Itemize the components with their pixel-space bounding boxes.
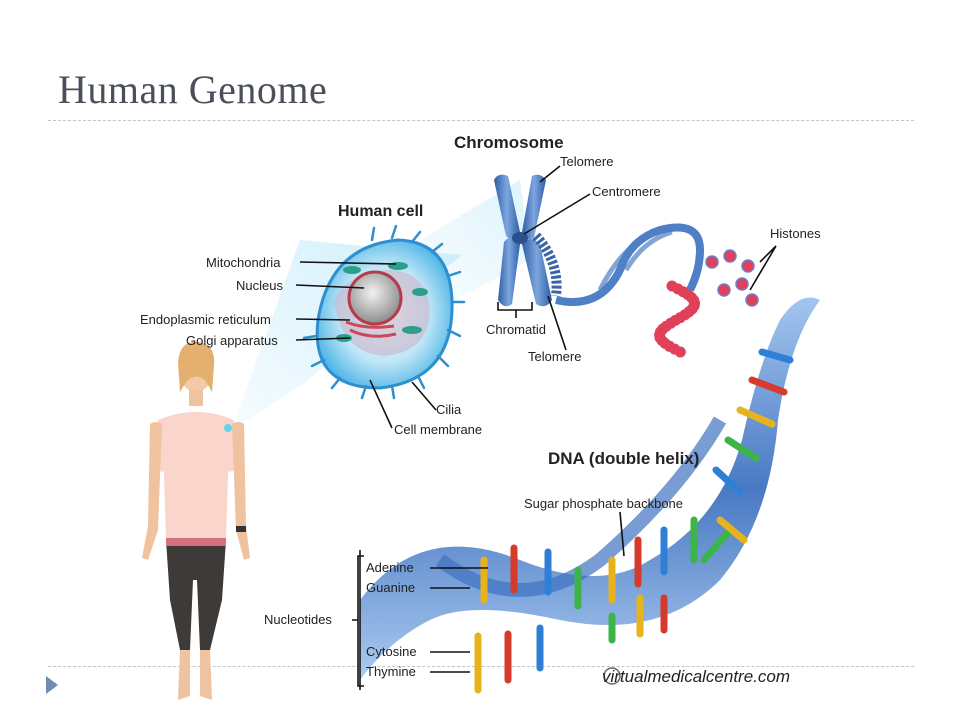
histone-bead	[735, 277, 749, 291]
human-cell-illustration	[302, 224, 466, 400]
label-adenine: Adenine	[366, 560, 414, 575]
heading-human-cell: Human cell	[338, 203, 423, 220]
slide-title: Human Genome	[58, 67, 328, 112]
watermark: virtualmedicalcentre.com	[602, 667, 790, 686]
label-cytosine: Cytosine	[366, 644, 417, 659]
base-pair	[716, 516, 748, 544]
label-guanine: Guanine	[366, 580, 415, 595]
histone-chain	[654, 249, 759, 358]
histone-bead	[723, 249, 737, 263]
dna-double-helix	[360, 297, 820, 694]
title-divider	[48, 120, 914, 121]
label-nucleus: Nucleus	[236, 278, 283, 293]
label-nucleotides: Nucleotides	[264, 612, 332, 627]
base-pair	[748, 376, 788, 396]
label-sugar-phosphate-backbone: Sugar phosphate backbone	[524, 496, 683, 511]
leader-lines	[295, 165, 777, 690]
label-centromere: Centromere	[592, 184, 661, 199]
label-golgi-apparatus: Golgi apparatus	[186, 333, 278, 348]
histone-bead	[705, 255, 719, 269]
base-pair	[736, 406, 776, 428]
chromosome-illustration	[494, 174, 562, 307]
histone-bead	[717, 283, 731, 297]
base-pair	[758, 348, 794, 364]
label-telomere-bottom: Telomere	[528, 349, 581, 364]
label-histones: Histones	[770, 226, 821, 241]
histone-bead	[674, 346, 686, 358]
woman-figure	[142, 341, 250, 700]
slide-bullet-icon	[46, 676, 58, 694]
heading-dna: DNA (double helix)	[548, 449, 699, 468]
watermark-text: virtualmedicalcentre.com	[602, 667, 790, 686]
histone-bead	[745, 293, 759, 307]
nucleotides-bracket	[352, 555, 364, 687]
base-pair	[712, 466, 744, 496]
label-telomere-top: Telomere	[560, 154, 613, 169]
label-mitochondria: Mitochondria	[206, 255, 281, 270]
supercoil-illustration	[555, 223, 705, 306]
label-cell-membrane: Cell membrane	[394, 422, 482, 437]
label-endoplasmic-reticulum: Endoplasmic reticulum	[140, 312, 271, 327]
label-thymine: Thymine	[366, 664, 416, 679]
label-chromatid: Chromatid	[486, 322, 546, 337]
label-cilia: Cilia	[436, 402, 462, 417]
base-pair	[700, 526, 734, 564]
heading-chromosome: Chromosome	[454, 133, 564, 152]
base-pair	[724, 436, 760, 462]
histone-bead	[741, 259, 755, 273]
